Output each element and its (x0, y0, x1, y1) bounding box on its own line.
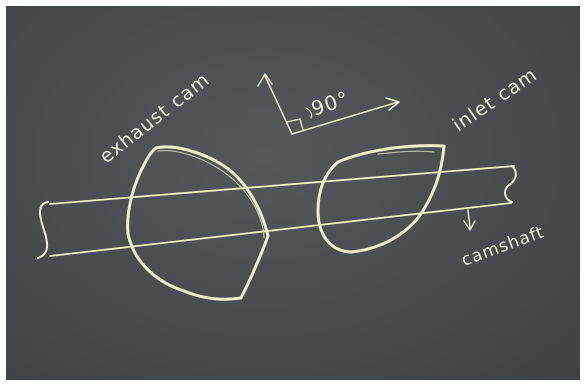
chalkboard: exhaust cam inlet cam 90° camshaft (6, 6, 580, 380)
shaft-top-line (50, 166, 514, 204)
exhaust-cam-lobe (128, 147, 268, 299)
camshaft-shaft (38, 166, 516, 258)
shaft-right-break (505, 166, 516, 202)
camshaft-diagram: exhaust cam inlet cam 90° camshaft (6, 6, 580, 380)
angle-arc (306, 108, 312, 118)
inlet-cam-label: inlet cam (448, 63, 541, 136)
vertical-axis-line (265, 76, 292, 134)
camshaft-pointer-line (468, 210, 470, 228)
shaft-left-break (38, 202, 48, 258)
camshaft-label: camshaft (459, 222, 547, 270)
inlet-cam-lobe-sketch (378, 151, 434, 154)
inlet-cam-lobe (318, 146, 444, 252)
angle-label: 90° (308, 86, 352, 121)
camshaft-pointer (464, 210, 475, 230)
shaft-bottom-line (50, 203, 511, 256)
